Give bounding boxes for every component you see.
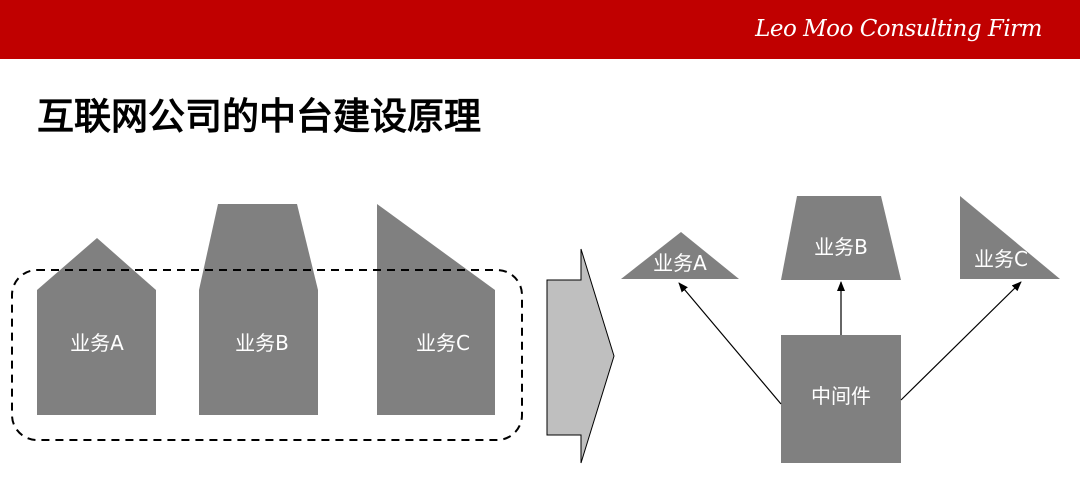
transition-arrow bbox=[546, 248, 615, 464]
right-business-a-label: 业务A bbox=[653, 251, 707, 275]
left-business-a-shape bbox=[37, 238, 156, 415]
right-business-c-shape bbox=[960, 196, 1060, 279]
left-business-b-label: 业务B bbox=[235, 331, 289, 355]
left-business-a-label: 业务A bbox=[70, 331, 124, 355]
right-business-c-label: 业务C bbox=[974, 247, 1028, 271]
page-title: 互联网公司的中台建设原理 bbox=[37, 95, 481, 138]
brand-name: Leo Moo Consulting Firm bbox=[755, 16, 1042, 42]
right-business-b-shape bbox=[781, 196, 901, 280]
middleware-label: 中间件 bbox=[811, 384, 871, 408]
header-bar: Leo Moo Consulting Firm bbox=[0, 0, 1080, 59]
middleware-box bbox=[781, 335, 901, 463]
left-business-b-shape bbox=[199, 204, 318, 415]
grouping-dashed-box bbox=[11, 269, 523, 441]
right-business-a-shape bbox=[621, 232, 739, 279]
connector-arrow-to-business-c bbox=[900, 281, 1022, 401]
left-business-c-shape bbox=[377, 204, 495, 415]
connector-arrow-to-business-a bbox=[678, 282, 782, 405]
right-business-b-label: 业务B bbox=[814, 235, 868, 259]
left-business-c-label: 业务C bbox=[416, 331, 470, 355]
